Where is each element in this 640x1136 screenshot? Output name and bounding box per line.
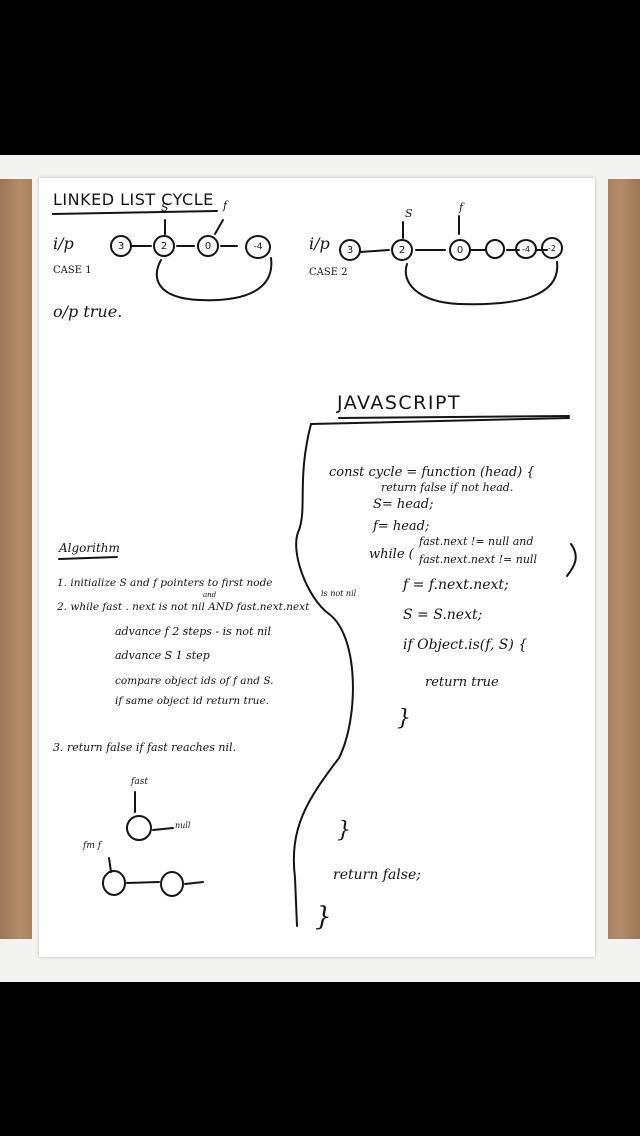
language-underline <box>338 415 570 419</box>
algorithm-step-2d: if same object id return true. <box>115 695 269 707</box>
code-line-6: S = S.next; <box>403 607 483 623</box>
sketch-f-arrow <box>108 857 112 873</box>
case2-label: CASE 2 <box>309 267 348 278</box>
while-bracket <box>566 543 577 577</box>
code-line-4: f= head; <box>373 519 430 534</box>
code-while-keyword: while ( <box>369 547 414 562</box>
paper-sheet: LINKED LIST CYCLE i/p CASE 1 S f 3 2 0 -… <box>39 178 595 957</box>
case1-fast-pointer <box>214 219 224 235</box>
algorithm-step-2a: advance f 2 steps - is not nil <box>115 625 272 638</box>
bottom-letterbox <box>0 982 640 1136</box>
code-line-1: const cycle = function (head) { <box>329 465 535 480</box>
divider-curve <box>292 417 570 927</box>
sketch-fast-label: fast <box>131 777 148 787</box>
language-heading: JAVASCRIPT <box>337 392 462 414</box>
algorithm-heading: Algorithm <box>59 541 120 555</box>
code-line-8: return true <box>425 675 499 690</box>
case1-fast-marker: f <box>223 199 228 212</box>
algorithm-underline <box>58 556 118 560</box>
case2-node: 0 <box>449 239 471 261</box>
case1-output: o/p true. <box>53 302 123 321</box>
case1-node: 2 <box>153 235 175 257</box>
algorithm-step-2: 2. while fast . next is not nil AND fast… <box>57 601 310 613</box>
case2-node <box>485 239 505 259</box>
code-close-1: } <box>397 706 411 731</box>
sketch-null-arrow <box>152 827 174 831</box>
code-line-7: if Object.is(f, S) { <box>403 637 528 653</box>
case1-cycle-loop <box>155 257 273 302</box>
photo: LINKED LIST CYCLE i/p CASE 1 S f 3 2 0 -… <box>0 155 640 982</box>
case1-input-label: i/p <box>53 234 74 253</box>
code-line-5: f = f.next.next; <box>403 577 509 593</box>
case2-slow-marker: S <box>405 207 413 220</box>
algorithm-step-2c: compare object ids of f and S. <box>115 675 274 687</box>
algorithm-step-2-and: and <box>203 591 217 599</box>
sketch-node-1 <box>126 815 152 841</box>
case2-fast-marker: f <box>459 201 464 214</box>
ink-drawings <box>52 210 577 927</box>
top-letterbox <box>0 0 640 155</box>
code-while-cond-2: fast.next.next != null <box>419 553 537 566</box>
sketch-f-label: fm f <box>83 841 102 851</box>
sketch-null-label: null <box>175 821 191 830</box>
algorithm-step-3: 3. return false if fast reaches nil. <box>53 741 237 754</box>
code-line-9: return false; <box>333 867 421 883</box>
case2-node: 3 <box>339 239 361 261</box>
algorithm-step-2b: advance S 1 step <box>115 649 210 662</box>
sketch-node-3 <box>160 871 184 897</box>
code-while-cond-1: fast.next != null and <box>419 535 534 548</box>
case1-node: -4 <box>245 235 271 259</box>
sketch-tail-arrow <box>184 881 204 885</box>
case1-slow-marker: S <box>161 201 169 214</box>
case2-cycle-loop <box>404 261 559 306</box>
case1-label: CASE 1 <box>53 265 92 276</box>
case2-input-label: i/p <box>309 234 330 253</box>
page-title: LINKED LIST CYCLE <box>53 190 214 209</box>
code-line-3: S= head; <box>373 497 434 512</box>
algorithm-step-1: 1. initialize S and f pointers to first … <box>57 577 273 589</box>
wooden-board-left <box>0 179 32 939</box>
case1-node: 3 <box>110 235 132 257</box>
code-close-3: } <box>315 902 332 932</box>
sketch-link-arrow <box>126 881 160 884</box>
case1-node: 0 <box>197 235 219 257</box>
case2-node: 2 <box>391 239 413 261</box>
code-line-2: return false if not head. <box>381 481 514 494</box>
code-close-2: } <box>337 818 351 843</box>
wooden-board-right <box>608 179 640 939</box>
case2-node: -4 <box>515 239 537 259</box>
title-underline <box>52 210 218 215</box>
case2-node: -2 <box>541 237 563 259</box>
case2-arrow-1 <box>359 249 390 253</box>
algorithm-step-2-tail: is not nil <box>321 589 357 598</box>
sketch-node-2 <box>102 870 126 896</box>
